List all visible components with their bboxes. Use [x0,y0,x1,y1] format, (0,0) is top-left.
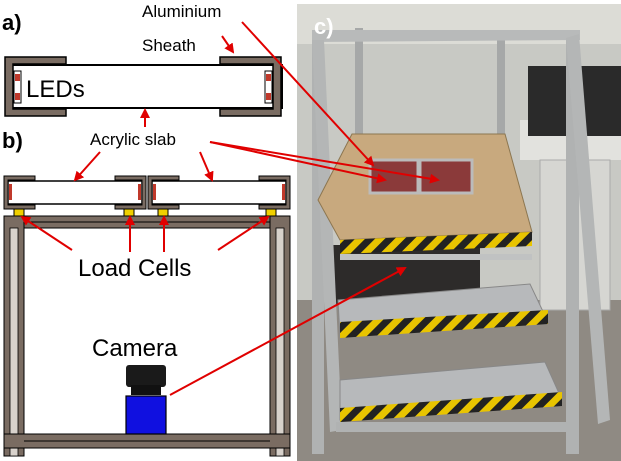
sheath-label: Sheath [142,36,196,55]
arrow-sheath [221,35,235,54]
aluminium-label: Aluminium [142,2,221,21]
arrow-acrylic-b1 [73,151,101,182]
photo-bottom-rail [336,422,566,432]
photo-hazard-stripe-2 [340,310,548,338]
camera-lens-ring [131,385,161,395]
load-cell-3 [157,208,169,217]
frame-left-leg-inner [9,227,19,457]
acrylic-slab-b2 [151,180,287,205]
left-sheath-a [4,56,67,117]
slab-b1-sheath-right [114,175,147,210]
led-left-1 [15,74,20,81]
arrow-load-cell-4 [217,215,270,251]
photo-slab-left [368,158,420,195]
panel-c-label: c) [314,14,334,39]
led-strip-left-a [13,70,22,104]
load-cell-1 [13,208,25,217]
led-strip-right-a [264,70,273,104]
arrow-acrylic-photo-2 [209,141,440,184]
arrow-aluminium [241,21,375,167]
panel-c: c) [297,4,621,461]
slab-b1-led-left [9,184,12,200]
photo-upright-2 [355,28,363,228]
camera-body [125,395,167,435]
photo-step-1-edge [340,254,532,260]
panel-b-label: b) [2,128,23,153]
camera-label: Camera [92,335,178,362]
slab-b1-led-right [138,184,141,200]
arrow-load-cell-1 [20,215,73,251]
photo-handrail-left [312,40,342,432]
photo-top-rail-1 [312,30,580,42]
camera-lens-top [126,365,166,387]
photo-hazard-stripe-1 [340,232,532,254]
arrow-acrylic-photo-1 [209,141,387,184]
photo-hazard-stripe-3 [340,392,562,422]
led-left-2 [15,93,20,100]
panel-b: b) Acrylic slab Load Cells Camera [2,128,291,457]
right-sheath-a [219,56,282,117]
acrylic-slab-label: Acrylic slab [90,130,176,149]
load-cell-4 [265,208,277,217]
led-right-1 [266,74,271,81]
arrow-camera [169,267,407,396]
frame-right-leg-inner [275,227,285,457]
arrow-acrylic-b2 [199,151,214,182]
load-cells-label: Load Cells [78,255,191,282]
panel-a-label: a) [2,10,22,35]
photo-slab-right [418,158,474,195]
photo-handrail-right [566,34,610,424]
load-cell-2 [123,208,135,217]
leds-label: LEDs [26,76,85,103]
panel-a: a) Aluminium Sheath LEDs [2,2,283,117]
slab-b2-sheath-right [258,175,291,210]
annotation-arrows [20,21,440,396]
acrylic-slab-b1 [7,180,143,205]
slab-b2-led-left [153,184,156,200]
led-right-2 [266,93,271,100]
slab-b2-led-right [282,184,285,200]
photo [297,4,621,461]
